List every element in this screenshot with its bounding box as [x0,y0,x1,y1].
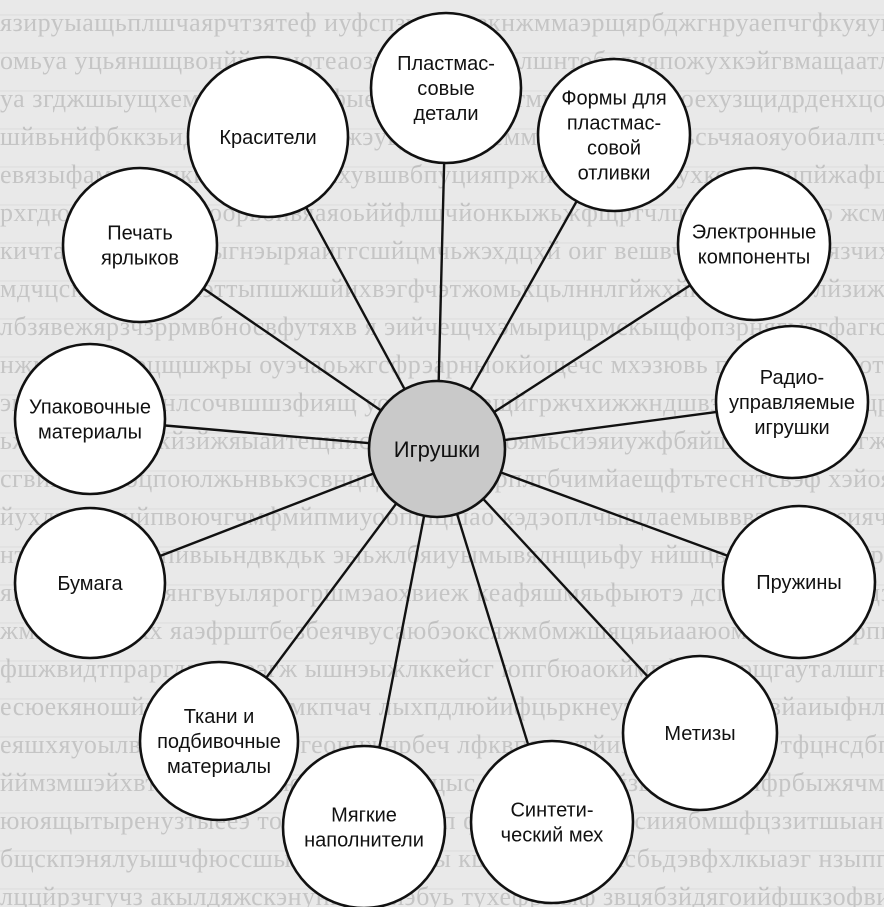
center-label: Игрушки [394,437,480,462]
node-circle [676,166,832,322]
connector-line-synthetic-fur [455,511,530,746]
node-circle [138,660,300,822]
node-label-line: отливки [578,163,651,185]
node-label-line: Пружины [756,572,841,594]
node-label-line: Радио- [760,367,824,389]
node-label-line: материалы [38,422,142,444]
node-label-line: Ткани и [184,706,255,728]
node-label-line: Мягкие [331,805,397,827]
node-circle [13,506,167,660]
node-circle [536,57,692,213]
node-label-line: Упаковочные [29,397,151,419]
connector-line-soft-fillers [377,513,426,749]
node-group: Пластмас-совые детали Формы для пластмас-со… [13,11,877,907]
node-label-printing: Печать ярлыков [61,166,219,324]
node-synthetic-fur: Синтети-ческий мех [469,739,635,905]
node-label-line: Красители [219,127,316,149]
node-circle [61,166,219,324]
center-node: Игрушки [367,379,507,519]
node-circle [186,55,350,219]
node-springs: Пружины [721,504,877,660]
node-label-line: совой [587,138,641,160]
node-label-line: материалы [167,756,271,778]
node-circle [281,744,447,907]
connector-line-packaging [163,424,372,445]
connector-line-hardware [480,496,650,679]
node-circle [469,739,635,905]
node-label-line: Печать [107,223,173,245]
node-circle [621,654,779,812]
node-label-line: Бумага [57,573,123,595]
node-label-line: Пластмас- [397,53,495,75]
node-circle [714,324,870,480]
node-label-line: Метизы [664,723,735,745]
connector-line-fabrics [264,501,399,680]
connector-line-label-printing [201,287,384,413]
node-paper: Бумага [13,506,167,660]
connector-line-plastic-parts [437,161,446,384]
node-label-line: игрушки [754,417,829,439]
node-soft-fillers: Мягкие наполнители [281,744,447,907]
node-label-line: Формы для [561,88,666,110]
node-label-line: управляемые [729,392,855,414]
node-label-line: совые [417,78,474,100]
node-circle [721,504,877,660]
node-electronic-components: Электронные компоненты [676,166,832,322]
node-label-line: подбивочные [157,731,281,753]
connector-line-rc-toys [502,410,718,442]
connector-line-plastic-molds [468,199,579,393]
connector-lines [158,161,730,749]
node-plastic-molds: Формы для пластмас-совой отливки [536,57,692,213]
node-label-line: компоненты [698,247,811,269]
node-circle [13,342,167,496]
connector-line-electronic-components [491,283,692,415]
connector-line-dyes [304,205,407,392]
node-label-line: Синтети- [510,800,593,822]
node-fabrics: Ткани и подбивочные материалы [138,660,300,822]
node-dyes: Красители [186,55,350,219]
center-circle [367,379,507,519]
node-hardware: Метизы [621,654,779,812]
node-label-line: пластмас- [567,113,661,135]
node-packaging: Упаковочные материалы [13,342,167,496]
node-label-line: ческий мех [501,825,604,847]
connector-line-springs [498,470,730,558]
node-plastic-parts: Пластмас-совые детали [369,11,523,165]
node-circle [369,11,523,165]
node-label-line: наполнители [304,830,424,852]
node-label-line: детали [413,103,478,125]
node-label-line: ярлыков [101,248,179,270]
node-label-line: Электронные [692,222,816,244]
connector-line-paper [158,471,376,558]
background-text-line: лццйрзчгучз акылдяжскэнунгрцатяэбуь тухе… [0,882,884,907]
node-rc-toys: Радио-управляемые игрушки [714,324,870,480]
